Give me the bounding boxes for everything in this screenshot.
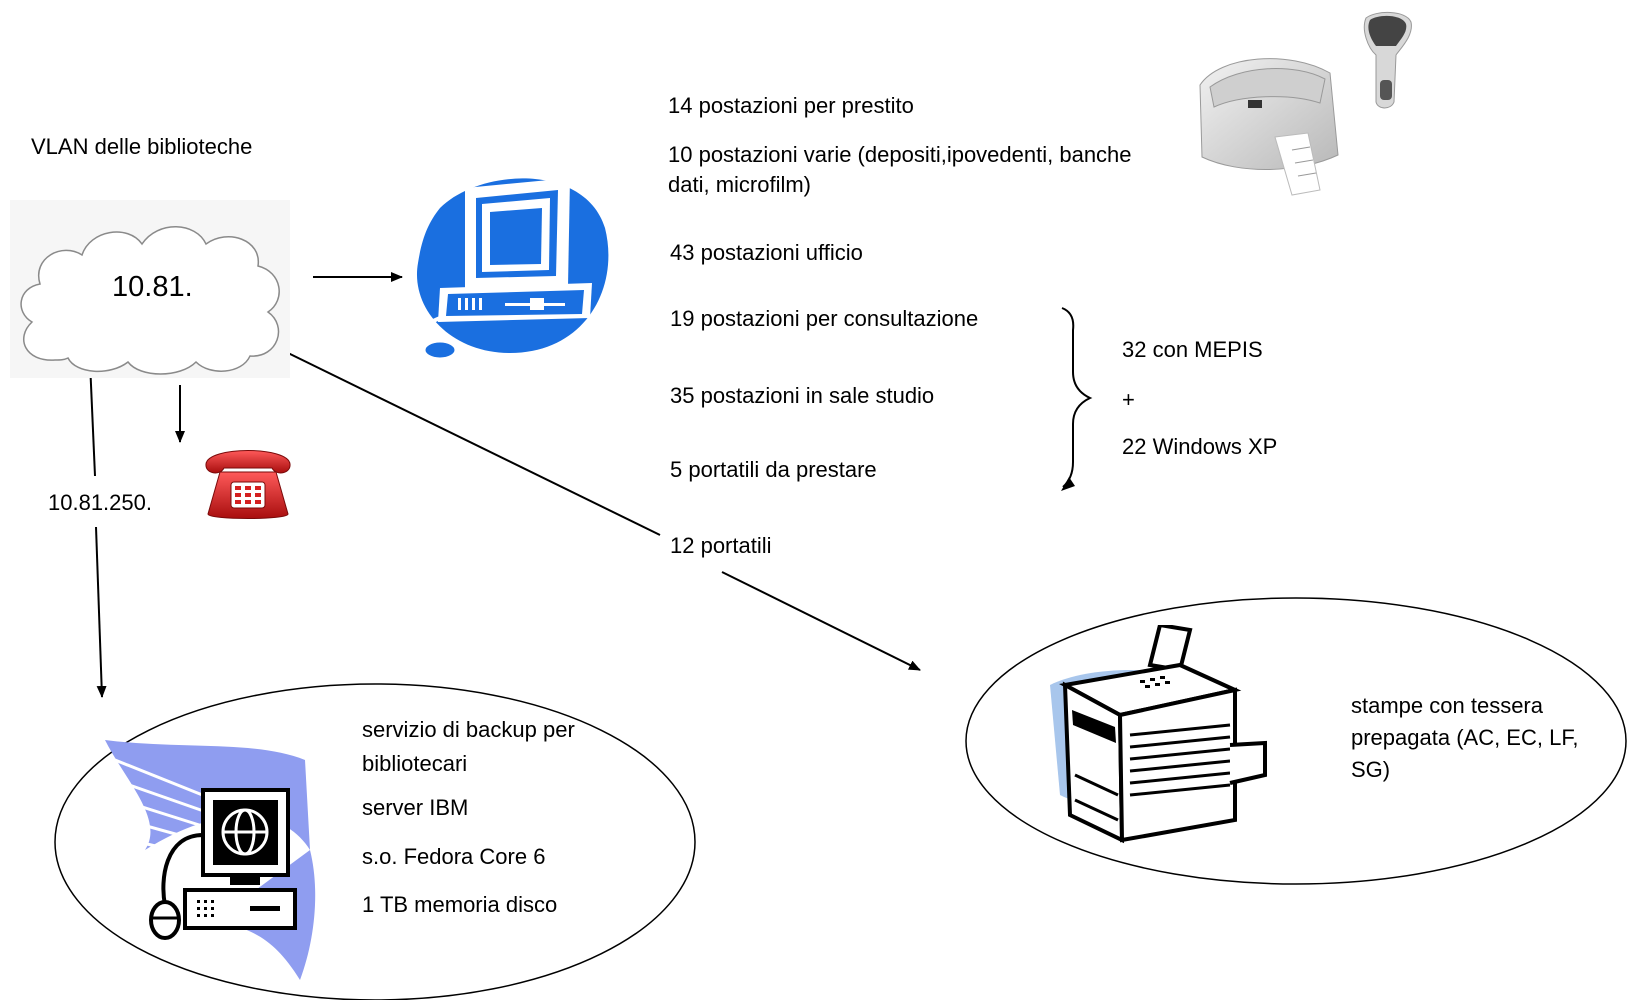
photocopier-graphic bbox=[1030, 622, 1270, 850]
arrow-laptops-to-printing bbox=[721, 571, 921, 671]
backup-server-graphic bbox=[105, 740, 345, 980]
arrow-cloud-to-server bbox=[95, 526, 107, 698]
backup-disk: 1 TB memoria disco bbox=[362, 892, 558, 917]
ws-loan: 14 postazioni per prestito bbox=[668, 93, 914, 118]
barcode-scanner bbox=[1356, 10, 1416, 110]
ws-study-rooms: 35 postazioni in sale studio bbox=[670, 383, 935, 408]
telephone-icon bbox=[205, 450, 291, 519]
cloud-icon bbox=[10, 200, 290, 378]
workstation-computer bbox=[410, 168, 610, 366]
os-windows: 22 Windows XP bbox=[1122, 434, 1278, 459]
vlan-cloud: 10.81. bbox=[10, 200, 290, 378]
ws-loan-laptops: 5 portatili da prestare bbox=[670, 457, 877, 482]
desktop-computer-icon bbox=[415, 178, 609, 361]
os-plus: + bbox=[1122, 387, 1135, 412]
line-cloud-to-laptops bbox=[285, 351, 661, 536]
ws-consultation: 19 postazioni per consultazione bbox=[670, 306, 979, 331]
vlan-label: VLAN delle biblioteche bbox=[31, 134, 253, 159]
ws-laptops: 12 portatili bbox=[670, 533, 772, 558]
web-server-icon bbox=[105, 740, 316, 980]
barcode-scanner-icon bbox=[1363, 12, 1412, 109]
label-printer bbox=[1180, 45, 1355, 200]
telephone bbox=[198, 442, 298, 522]
voip-label: 10.81.250. bbox=[48, 490, 152, 515]
label-printer-icon bbox=[1199, 58, 1339, 196]
backup-server: server IBM bbox=[362, 795, 469, 820]
backup-os: s.o. Fedora Core 6 bbox=[362, 844, 546, 869]
os-mepis: 32 con MEPIS bbox=[1122, 337, 1263, 362]
ws-office: 43 postazioni ufficio bbox=[670, 240, 863, 265]
photocopier-icon bbox=[1050, 622, 1267, 844]
printing-label: stampe con tessera prepagata (AC, EC, LF… bbox=[1351, 693, 1579, 782]
line-cloud-to-server-top bbox=[89, 361, 96, 477]
grouping-brace bbox=[1061, 307, 1093, 488]
cloud-ip-label: 10.81. bbox=[112, 271, 193, 303]
printing-ellipse bbox=[965, 597, 1627, 885]
backup-server-ellipse bbox=[54, 683, 696, 1000]
backup-service: servizio di backup per bibliotecari bbox=[362, 717, 575, 776]
ws-various: 10 postazioni varie (depositi,ipovedenti… bbox=[668, 142, 1132, 197]
